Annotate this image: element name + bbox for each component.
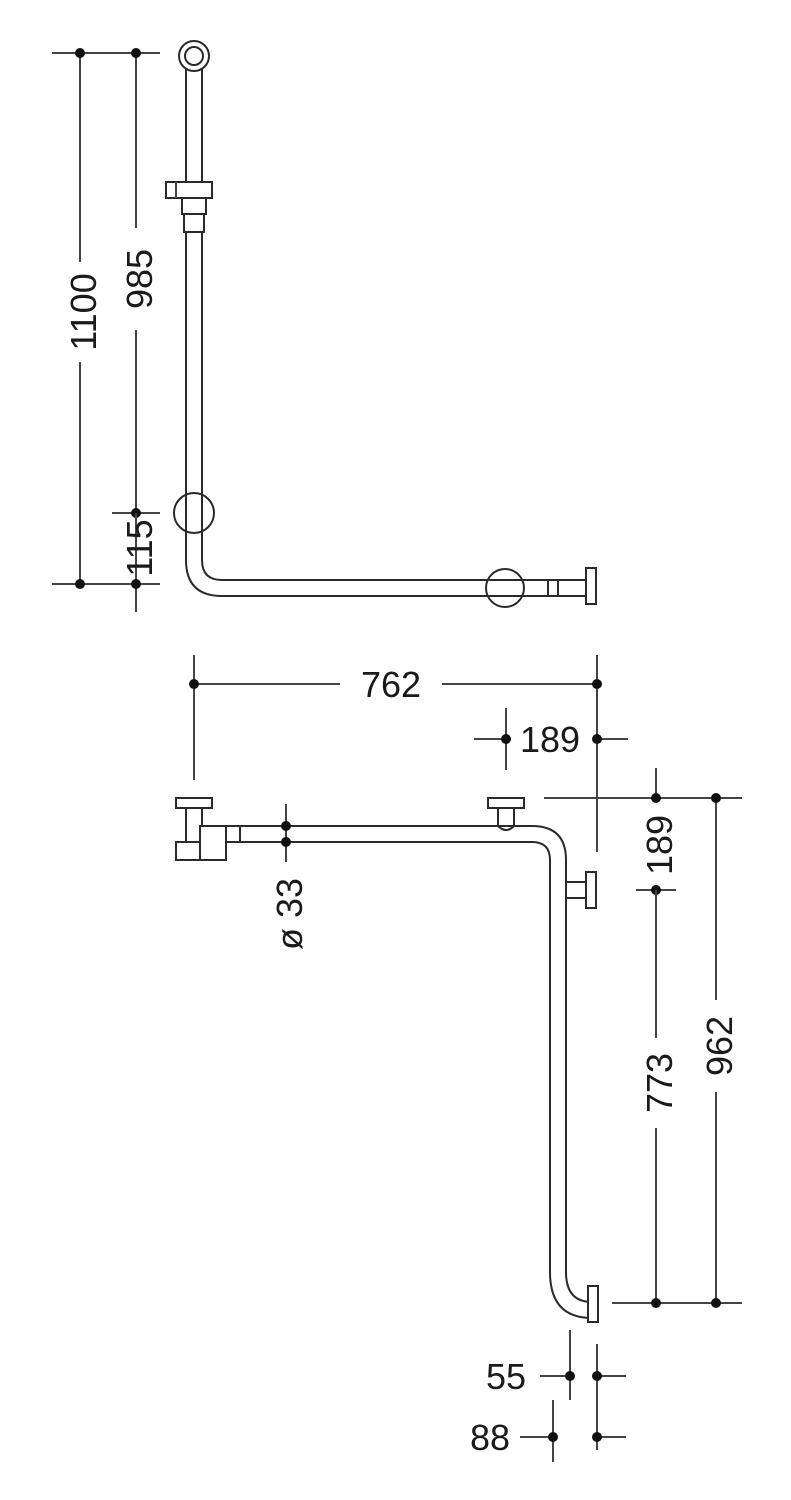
- plan-side-support: [565, 871, 597, 909]
- dimension-label-upper-height: 985: [119, 249, 160, 309]
- dimension-support-offset-x: 189: [474, 708, 628, 770]
- dimension-lower-offset: 115: [119, 513, 160, 612]
- dimension-label-lower-offset: 115: [119, 519, 160, 576]
- dimension-label-support-offset-x: 189: [520, 719, 580, 760]
- wall-flange-horizontal: [485, 568, 525, 608]
- dimension-leg-length: 773: [639, 890, 680, 1308]
- dimension-label-flange-offset-a: 55: [486, 1356, 526, 1397]
- dimension-overall-height: 1100: [52, 48, 160, 589]
- plan-left-wall-fixing: [175, 797, 227, 861]
- dimension-support-offset-y: 189: [636, 768, 680, 895]
- dimension-label-flange-offset-b: 88: [470, 1417, 510, 1458]
- dimension-label-support-offset-y: 189: [639, 815, 680, 875]
- plan-view: 762 189 ø 33 189: [175, 655, 742, 1462]
- plan-lower-end: [549, 1271, 599, 1323]
- end-fixing: [547, 567, 597, 605]
- plan-middle-support: [487, 797, 525, 831]
- dimension-overall-width: 762: [189, 655, 602, 852]
- dimension-flange-offset-a: 55: [486, 1330, 626, 1450]
- wall-flange-vertical: [173, 492, 215, 534]
- dimension-label-tube-diameter: ø 33: [269, 878, 310, 950]
- dimension-tube-diameter: ø 33: [269, 804, 310, 950]
- dimension-label-overall-height: 1100: [63, 273, 104, 350]
- elevation-view: 1100 985 115: [52, 40, 597, 612]
- dimension-label-overall-depth: 962: [699, 1016, 740, 1076]
- dimension-label-overall-width: 762: [361, 664, 421, 705]
- dimension-flange-offset-b: 88: [470, 1400, 626, 1462]
- vertical-bar: [178, 40, 594, 597]
- dimension-overall-depth: 962: [699, 793, 740, 1308]
- dimension-upper-height: 985: [112, 48, 160, 518]
- dimension-label-leg-length: 773: [639, 1053, 680, 1113]
- shower-holder-slider: [165, 181, 213, 233]
